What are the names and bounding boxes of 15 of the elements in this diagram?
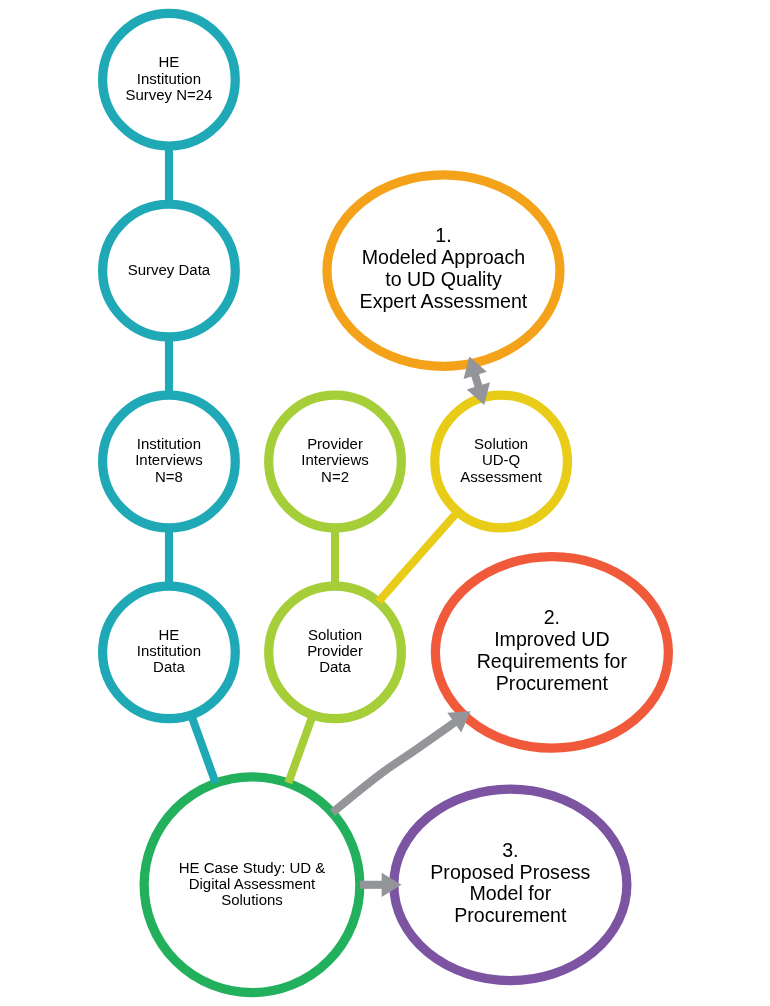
node-circle: Provider Interviews N=2 — [263, 390, 406, 533]
node-circle: HE Institution Survey N=24 — [97, 8, 240, 151]
node-circle: Solution UD-Q Assessment — [429, 390, 572, 533]
node-ellipse: 2. Improved UD Requirements for Procurement — [430, 552, 673, 753]
node-ellipse: 3. Proposed Prosess Model for Procurement — [388, 784, 631, 986]
node-circle: Survey Data — [97, 199, 240, 342]
arrow — [463, 356, 490, 405]
node-circle: HE Case Study: UD & Digital Assessment Solutions — [139, 772, 364, 998]
arrow — [329, 711, 470, 816]
arrow — [359, 872, 401, 897]
node-ellipse: 1. Modeled Approach to UD Quality Expert Assessment — [321, 170, 565, 371]
connector — [375, 509, 461, 605]
node-circle: Institution Interviews N=8 — [97, 390, 240, 533]
node-circle: Solution Provider Data — [263, 581, 406, 724]
node-circle: HE Institution Data — [97, 581, 240, 724]
